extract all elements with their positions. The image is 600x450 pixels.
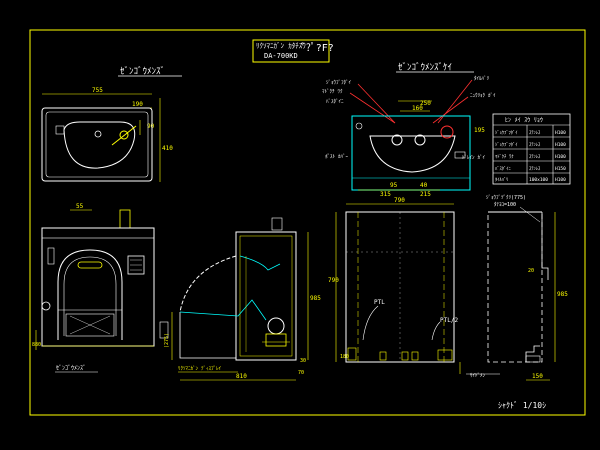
svg-text:H150: H150 xyxy=(555,166,566,172)
ptl-right: PTL/2 xyxy=(440,317,458,324)
sheet-border xyxy=(29,29,586,416)
dim-side-small: 70 xyxy=(298,370,304,376)
svg-text:ｼﾞｮｳﾌﾞﾌﾀﾞｲ: ｼﾞｮｳﾌﾞﾌﾀﾞｲ xyxy=(495,141,518,148)
front-view: 55 880 ｾﾞﾝｺﾞｳﾒﾝｽﾞ xyxy=(32,203,169,373)
svg-text:ｽﾃﾝﾚｽ: ｽﾃﾝﾚｽ xyxy=(529,130,541,136)
svg-text:100x100: 100x100 xyxy=(529,177,548,183)
right-note: ｼﾞｮｳﾌﾞﾂﾞｸﾘ(775) xyxy=(486,194,526,201)
svg-text:ｽﾃﾝﾚｽ: ｽﾃﾝﾚｽ xyxy=(529,154,541,160)
svg-text:H100: H100 xyxy=(555,177,566,183)
dim-right-b1: 95 xyxy=(390,182,398,189)
callout-2: ﾏﾄﾞｸﾁ ﾜｸ xyxy=(322,88,343,95)
callout-7: ﾄﾞﾚｲﾝ ｶﾞｲ xyxy=(462,154,486,161)
title-suffix: ﾞ?ﾟ?F? xyxy=(301,42,334,54)
dim-right-side: 195 xyxy=(474,127,485,134)
plan-view-right: ｾﾞﾝｺﾞｳﾒﾝｽﾞｹｲ ｼﾞｮｳﾌﾞﾌﾀﾞｲ ﾏﾄﾞｸﾁ ﾜｸ ﾊﾞｽﾀﾞｲﾆ… xyxy=(322,62,496,198)
dim-plan-inner: 190 xyxy=(132,101,143,108)
dim-el-r-bottom: 150 xyxy=(532,373,543,380)
dim-side-left: (275) xyxy=(164,333,170,348)
dim-side-bottom: 810 xyxy=(236,373,247,380)
el-bottom-note: ｻｲﾄﾞﾒﾝ xyxy=(470,372,486,379)
svg-text:ﾊﾞｽﾀﾞｲﾆ: ﾊﾞｽﾀﾞｲﾆ xyxy=(495,165,511,172)
title-line1: ﾘｸｿﾏﾆｶﾞﾝ ｶﾀﾁｽｳ xyxy=(256,42,306,50)
callout-1: ｼﾞｮｳﾌﾞﾌﾀﾞｲ xyxy=(326,79,352,86)
callout-5: ﾆｭｳﾘｮｸ ｶﾞｲ xyxy=(470,92,496,99)
dim-side-right2: 30 xyxy=(300,358,306,364)
dim-right-mid: 160 xyxy=(412,105,423,112)
table-row: ｼﾞｮｳﾌﾞﾌﾀﾞｲ ｽﾃﾝﾚｽ H100 xyxy=(495,129,566,136)
table-row: ﾏﾄﾞｸﾁ ﾜｸ ｽﾃﾝﾚｽ H100 xyxy=(495,153,566,160)
table-row: ｼﾞｮｳﾌﾞﾌﾀﾞｲ ｽﾃﾝﾚｽ H100 xyxy=(495,141,566,148)
dim-el-height: 790 xyxy=(328,277,339,284)
dim-el-width: 790 xyxy=(394,197,405,204)
svg-text:ﾏﾄﾞｸﾁ ﾜｸ: ﾏﾄﾞｸﾁ ﾜｸ xyxy=(495,153,513,160)
svg-text:ｽﾃﾝﾚｽ: ｽﾃﾝﾚｽ xyxy=(529,166,541,172)
elevation-view: 790 790 PTL PTL/2 180 ｻｲﾄﾞﾒﾝ xyxy=(328,197,500,379)
svg-text:H100: H100 xyxy=(555,130,566,136)
dim-plan-small: 90 xyxy=(147,123,155,130)
callout-6: ﾎﾟｽﾄ ｶﾊﾞｰ xyxy=(325,153,349,160)
title-line2: DA-700KD xyxy=(264,52,298,60)
ptl-left: PTL xyxy=(374,299,385,306)
title-box xyxy=(252,39,330,63)
dim-front-left: 880 xyxy=(32,342,41,348)
dim-plan-depth: 410 xyxy=(162,145,173,152)
svg-text:ｼﾞｮｳﾌﾞﾌﾀﾞｲ: ｼﾞｮｳﾌﾞﾌﾀﾞｲ xyxy=(495,129,518,136)
parts-table: ﾋﾝ ﾒｲ ｽｳ ﾘｮｳ ｼﾞｮｳﾌﾞﾌﾀﾞｲ ｽﾃﾝﾚｽ H100 ｼﾞｮｳﾌ… xyxy=(492,113,571,185)
dim-right-top: 250 xyxy=(420,100,431,107)
plan-view-left: ｾﾞﾝｺﾞｳﾒﾝｽﾞ 755 190 410 90 xyxy=(41,66,182,182)
right-elevation: ｼﾞｮｳﾌﾞﾂﾞｸﾘ(775) ﾀﾃﾖｺ=100 20 985 150 xyxy=(486,194,568,381)
scale-note: ｼｬｸﾄﾞ 1/10ｼ xyxy=(498,401,546,410)
side-view: (275) 810 70 985 30 ﾘｸｿﾏﾆｶﾞﾝ ﾃﾞｨｽﾌﾟﾚｲ xyxy=(164,217,321,381)
table-header: ﾋﾝ ﾒｲ ｽｳ ﾘｮｳ xyxy=(505,117,543,124)
front-note: ｾﾞﾝｺﾞｳﾒﾝｽﾞ xyxy=(56,365,86,372)
dim-side-right: 985 xyxy=(310,295,321,302)
dim-el-right: 985 xyxy=(557,291,568,298)
table-row: ﾀｲﾙﾊﾞﾘ 100x100 H100 xyxy=(495,176,566,183)
callout-3: ﾊﾞｽﾀﾞｲﾆ xyxy=(326,98,344,105)
dim-el-bottom-left: 180 xyxy=(340,354,349,360)
svg-text:ｽﾃﾝﾚｽ: ｽﾃﾝﾚｽ xyxy=(529,142,541,148)
plan-left-label: ｾﾞﾝｺﾞｳﾒﾝｽﾞ xyxy=(120,66,165,77)
svg-text:ﾀｲﾙﾊﾞﾘ: ﾀｲﾙﾊﾞﾘ xyxy=(495,176,509,183)
dim-front-top: 55 xyxy=(76,203,84,210)
plan-right-label: ｾﾞﾝｺﾞｳﾒﾝｽﾞｹｲ xyxy=(398,62,452,73)
table-row: ﾊﾞｽﾀﾞｲﾆ ｽﾃﾝﾚｽ H150 xyxy=(495,165,566,172)
side-note: ﾘｸｿﾏﾆｶﾞﾝ ﾃﾞｨｽﾌﾟﾚｲ xyxy=(178,365,222,372)
svg-text:H100: H100 xyxy=(555,154,566,160)
dim-right-b4: 215 xyxy=(420,191,431,198)
dim-right-b2: 40 xyxy=(420,182,428,189)
svg-text:H100: H100 xyxy=(555,142,566,148)
dim-plan-width: 755 xyxy=(92,87,103,94)
dim-right-b3: 315 xyxy=(380,191,391,198)
dim-el-small: 20 xyxy=(528,268,534,274)
callout-4: ﾀｲﾙﾊﾞﾘ xyxy=(474,75,489,82)
right-note2: ﾀﾃﾖｺ=100 xyxy=(494,202,516,208)
